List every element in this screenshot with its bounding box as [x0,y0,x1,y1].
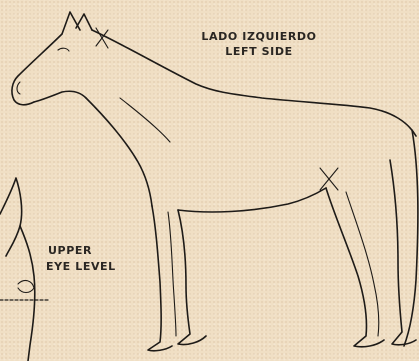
horse-head-front-outline [0,178,48,361]
horse-front-leg-inner [168,212,176,336]
head-front-cheek [20,226,35,361]
stifle-x-mark [320,168,338,190]
head-front-eye [18,281,34,293]
horse-hind-leg-inner [346,192,379,336]
horse-hind-leg-near [326,188,384,347]
horse-belly-line [178,188,326,212]
horse-jaw-line [34,91,86,102]
horse-ear-front [62,12,80,34]
eye-level-label-line1: UPPER [48,244,92,258]
horse-front-leg-near [178,210,206,345]
horse-left-side-outline [12,12,418,351]
horse-throat-line [86,98,152,206]
horse-tail [404,130,418,346]
head-front-ear [0,178,22,256]
horse-eye [58,48,69,51]
horse-shoulder-line [120,98,170,142]
side-title-english: LEFT SIDE [186,45,332,59]
eye-level-label-line2: EYE LEVEL [46,260,116,274]
poll-x-mark [96,28,108,48]
side-title-spanish: LADO IZQUIERDO [186,30,332,44]
horse-front-leg-far [148,206,172,351]
horse-nostril [17,82,20,94]
